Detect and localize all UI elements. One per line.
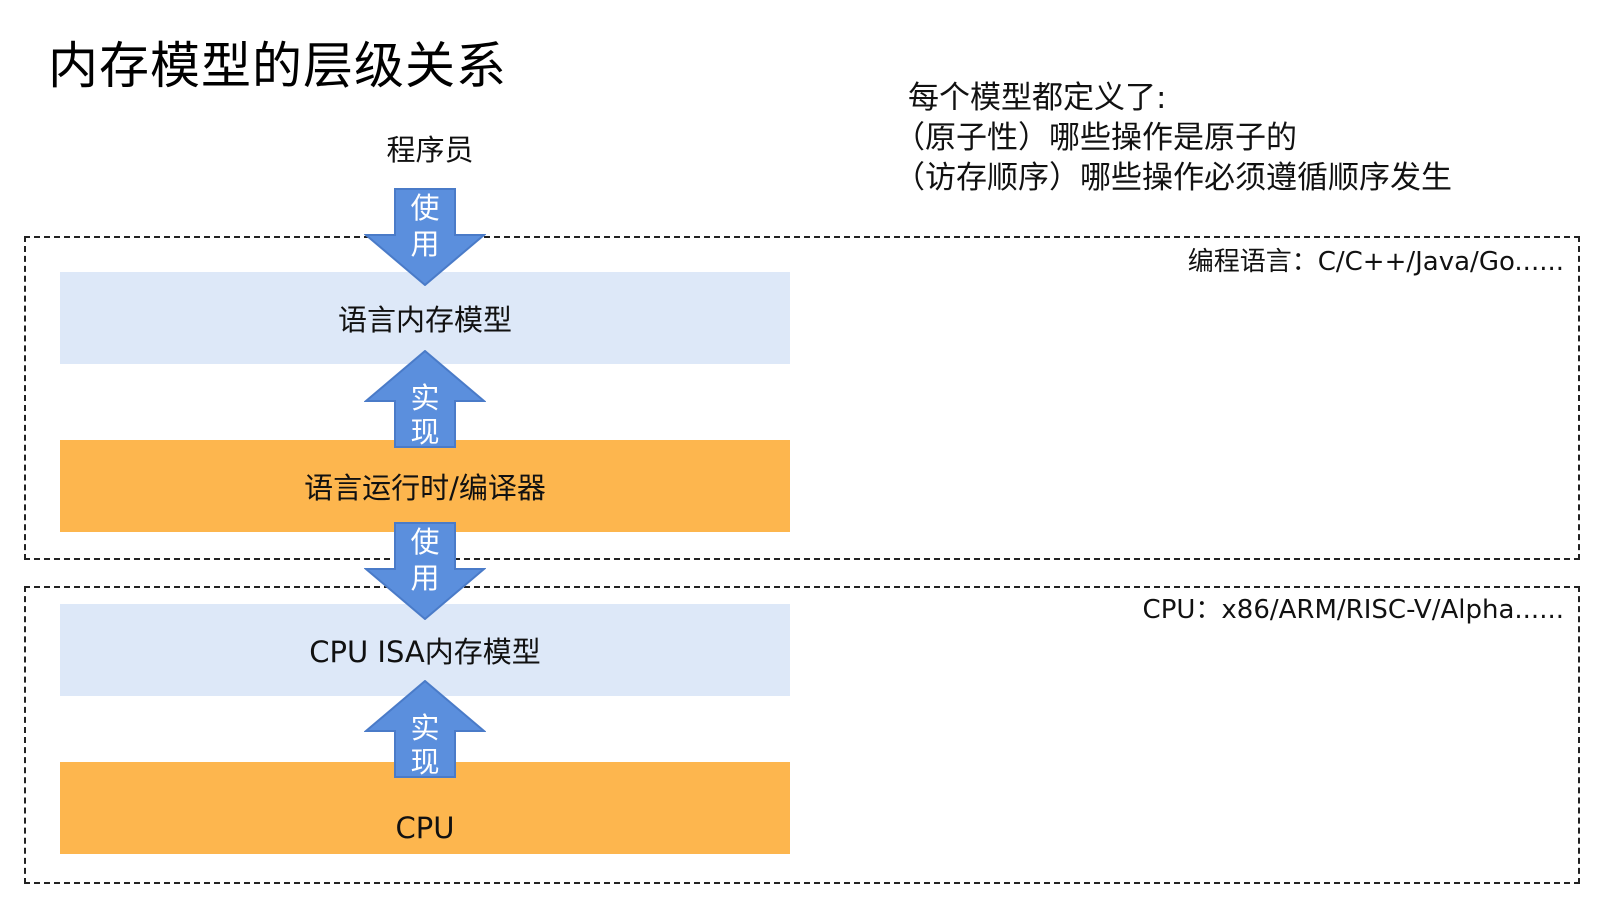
cpu-label: CPU: [395, 811, 455, 845]
up-arrow-icon: [364, 680, 486, 778]
down-arrow-icon: [364, 188, 486, 286]
implement-arrow-bottom-char-2: 现: [410, 745, 440, 779]
use-arrow-top-char-1: 使: [410, 191, 440, 225]
implement-arrow-bottom: 实 现: [364, 680, 486, 779]
down-arrow-icon: [364, 522, 486, 620]
page-title: 内存模型的层级关系: [48, 37, 507, 95]
language-group-label: 编程语言：C/C++/Java/Go......: [1187, 247, 1564, 277]
note-line-1: 每个模型都定义了:: [908, 80, 1167, 116]
note-line-3: （访存顺序）哪些操作必须遵循顺序发生: [894, 160, 1452, 196]
language-memory-model-label: 语言内存模型: [337, 303, 512, 337]
notes: 每个模型都定义了: （原子性）哪些操作是原子的 （访存顺序）哪些操作必须遵循顺序…: [894, 78, 1452, 198]
cpu-isa-memory-model-label: CPU ISA内存模型: [309, 635, 541, 669]
language-group: [24, 236, 1580, 560]
use-arrow-top-char-2: 用: [410, 227, 440, 261]
up-arrow-icon: [364, 350, 486, 448]
use-arrow-middle: 使 用: [364, 522, 486, 620]
use-arrow-top: 使 用: [364, 188, 486, 286]
language-runtime-box: 语言运行时/编译器: [60, 440, 790, 532]
cpu-group-label: CPU：x86/ARM/RISC-V/Alpha......: [1142, 595, 1564, 625]
language-runtime-label: 语言运行时/编译器: [304, 471, 546, 505]
implement-arrow-top-char-1: 实: [410, 381, 440, 415]
note-line-2: （原子性）哪些操作是原子的: [894, 120, 1297, 156]
implement-arrow-top-char-2: 现: [410, 415, 440, 449]
language-memory-model-box: 语言内存模型: [60, 272, 790, 364]
use-arrow-middle-char-2: 用: [410, 561, 440, 595]
cpu-group: [24, 586, 1580, 884]
implement-arrow-bottom-char-1: 实: [410, 711, 440, 745]
implement-arrow-top: 实 现: [364, 350, 486, 449]
use-arrow-middle-char-1: 使: [410, 525, 440, 559]
programmer-label: 程序员: [386, 133, 474, 167]
